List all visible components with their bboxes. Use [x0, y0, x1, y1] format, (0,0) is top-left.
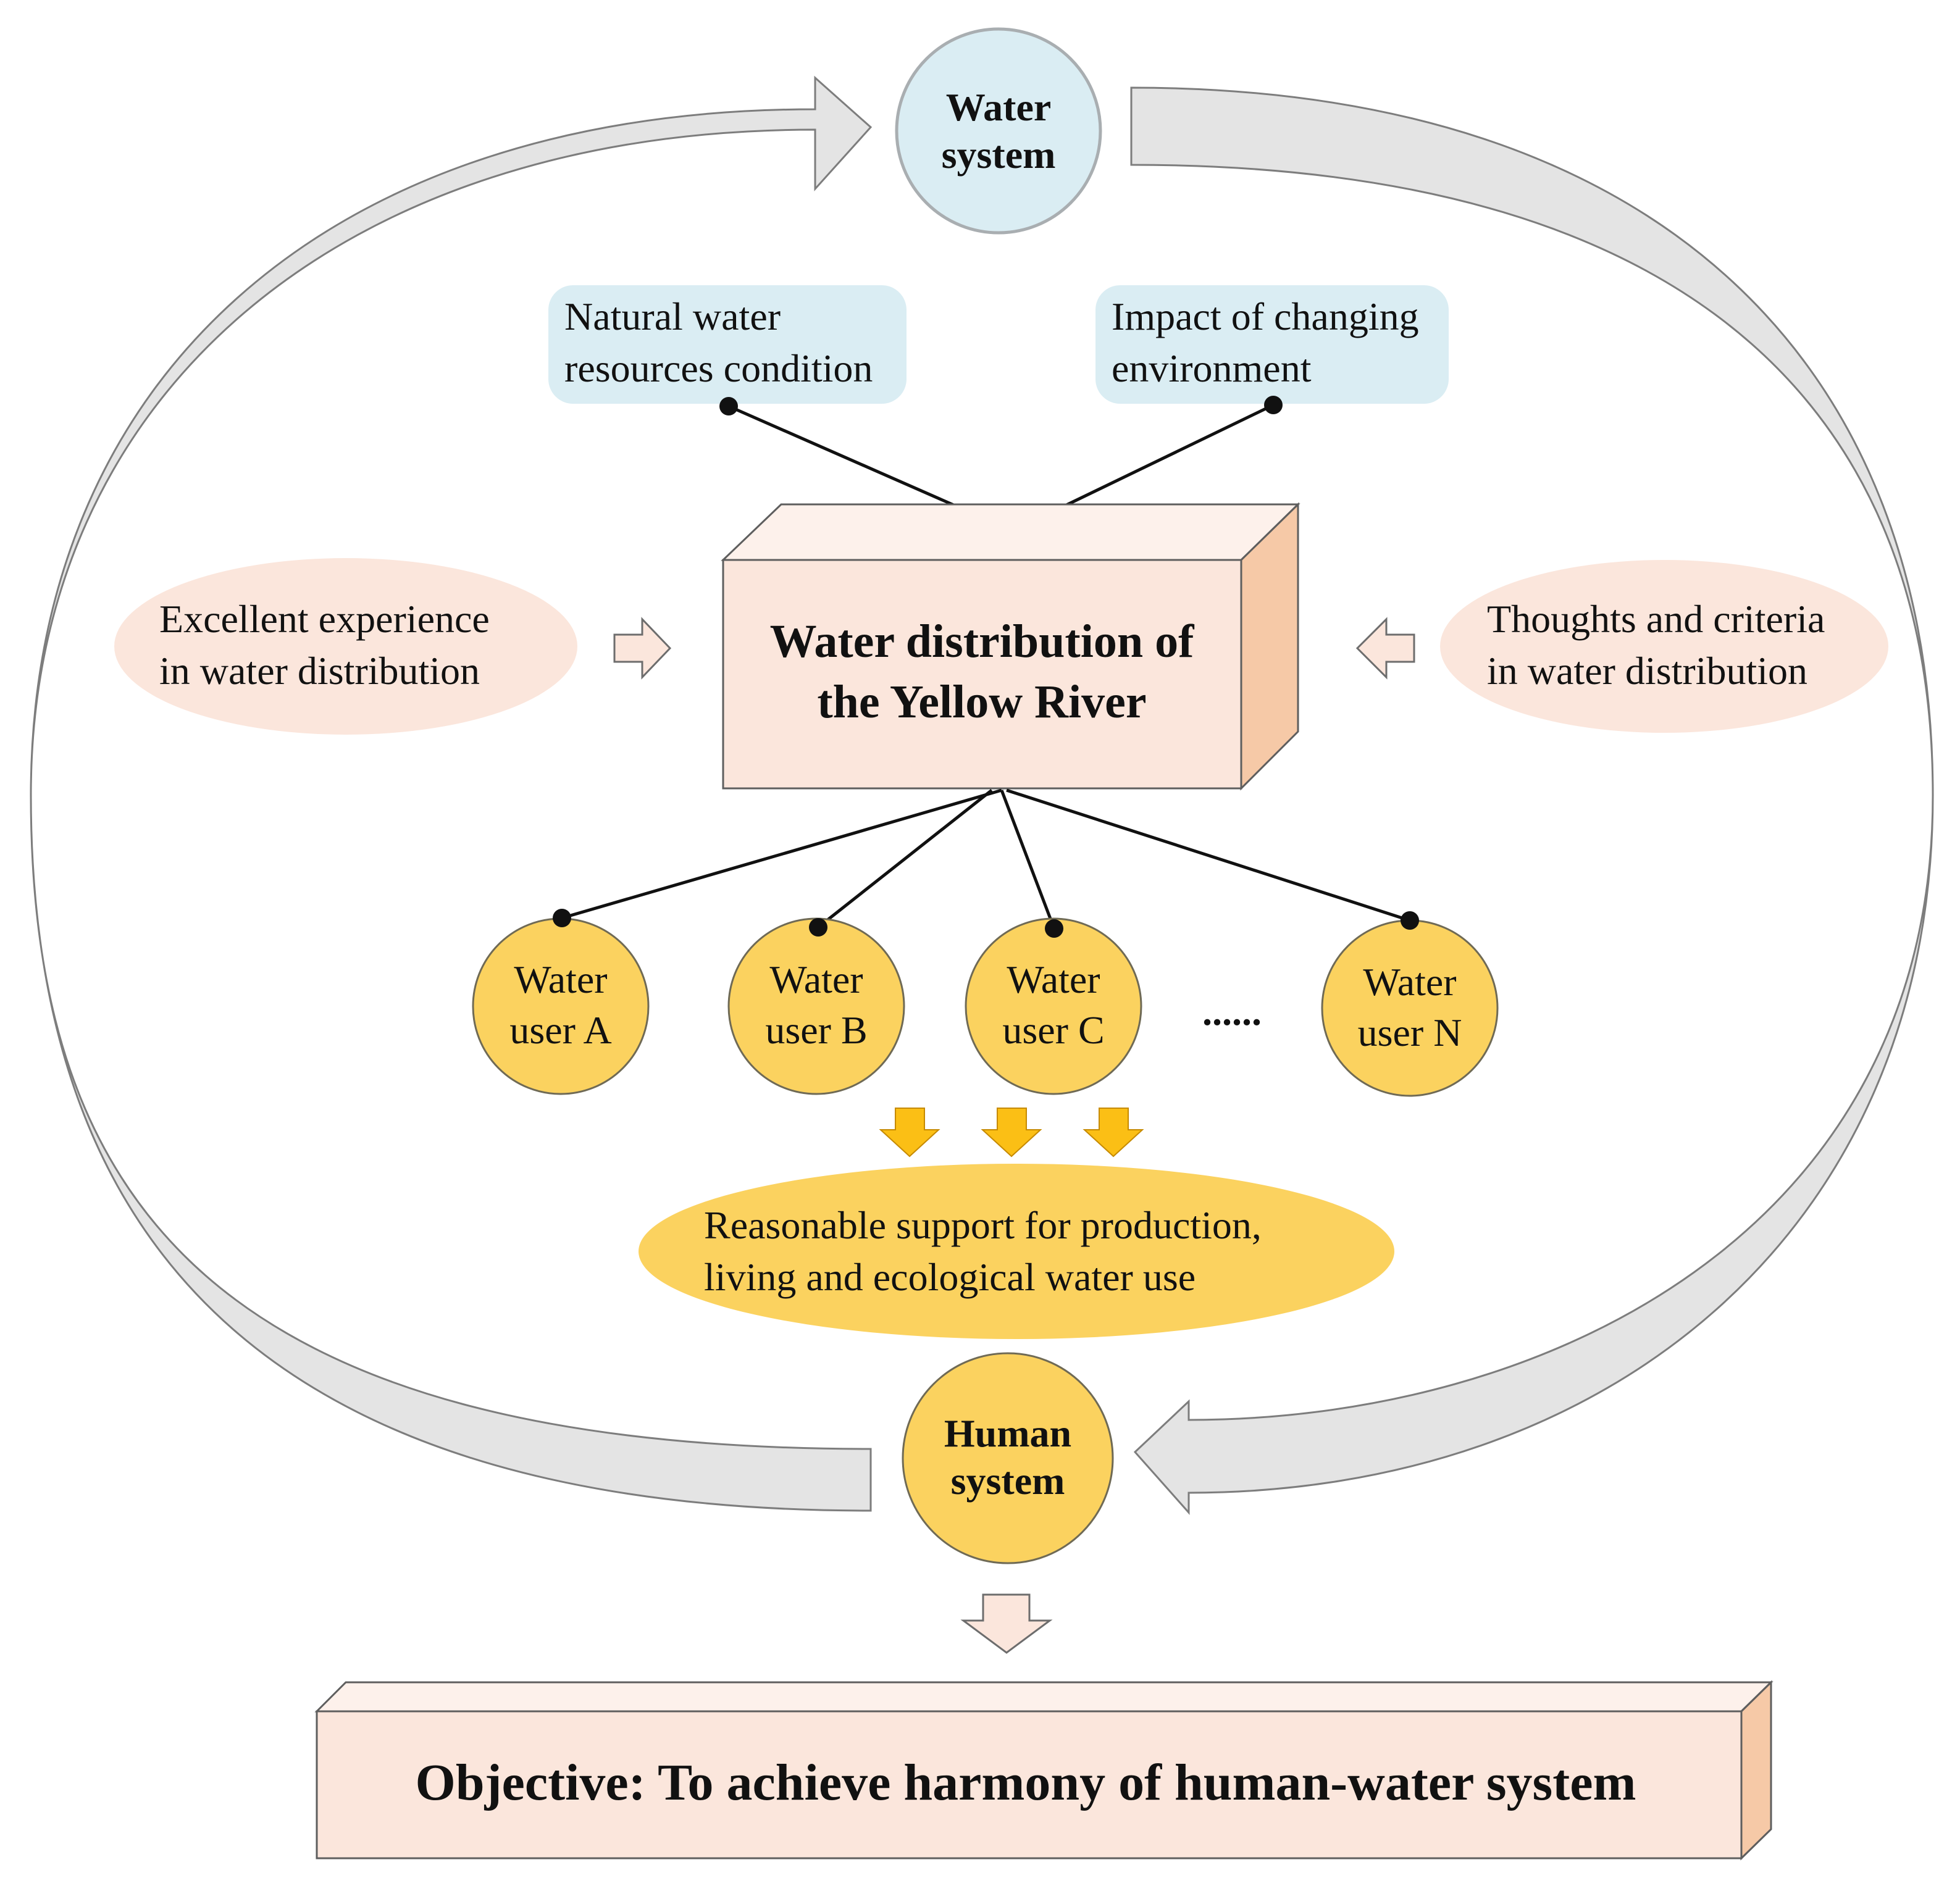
objective-text: Objective: To achieve harmony of human-w… — [416, 1754, 1636, 1811]
water-user-n-dot — [1401, 911, 1419, 930]
support-ellipse — [639, 1164, 1394, 1339]
water-user-b: Water user B — [727, 917, 905, 1095]
connector-user-b — [817, 789, 993, 929]
water-user-a-dot — [553, 909, 571, 927]
connector-user-n — [1006, 788, 1410, 922]
water-user-b-line1: Water — [769, 958, 863, 1001]
water-user-b-dot — [809, 918, 827, 937]
connector-dot-natural — [719, 397, 738, 415]
connector-user-c — [1000, 790, 1056, 929]
factor-natural-water: Natural water resources condition — [548, 285, 907, 404]
central-box-front-face — [722, 559, 1242, 790]
factor-changing-box — [1095, 285, 1449, 404]
thoughts-line2: in water distribution — [1487, 649, 1807, 693]
water-user-b-line2: user B — [765, 1008, 867, 1052]
objective-box: Objective: To achieve harmony of human-w… — [314, 1680, 1774, 1861]
support-line2: living and ecological water use — [704, 1255, 1196, 1299]
right-cycle-arrow-shape — [1130, 86, 1934, 1515]
water-system-circle — [895, 27, 1102, 235]
water-system-label-line2: system — [942, 133, 1056, 177]
cycle-arrow-left — [30, 75, 873, 1512]
factor-natural-box — [548, 285, 907, 404]
water-user-c-line1: Water — [1007, 958, 1100, 1001]
cycle-arrow-right — [1130, 86, 1934, 1515]
water-user-c-line2: user C — [1002, 1008, 1104, 1052]
water-user-n-line1: Water — [1363, 960, 1456, 1004]
right-arrow-icon — [613, 617, 672, 680]
side-input-experience: Excellent experience in water distributi… — [114, 558, 577, 735]
central-box-line2: the Yellow River — [817, 676, 1146, 728]
objective-side-face — [1740, 1680, 1772, 1861]
left-cycle-arrow-shape — [30, 75, 873, 1512]
arrow-to-objective — [960, 1593, 1053, 1654]
gold-down-arrows — [879, 1108, 1144, 1158]
water-user-a: Water user A — [472, 909, 650, 1095]
arrow-experience-to-box — [613, 617, 672, 680]
thoughts-ellipse — [1440, 560, 1888, 733]
experience-line1: Excellent experience — [159, 597, 490, 641]
factor-natural-line1: Natural water — [564, 294, 781, 338]
objective-front-face — [316, 1710, 1743, 1859]
down-arrow-icon — [981, 1108, 1042, 1158]
factor-changing-line1: Impact of changing — [1112, 294, 1419, 338]
water-user-n-circle — [1321, 919, 1499, 1097]
left-arrow-icon — [1355, 617, 1415, 680]
water-system-label-line1: Water — [946, 85, 1052, 129]
support-outcome: Reasonable support for production, livin… — [639, 1164, 1394, 1339]
water-user-a-circle — [472, 917, 650, 1095]
down-arrow-icon — [960, 1593, 1053, 1654]
factor-natural-line2: resources condition — [564, 346, 873, 390]
water-user-b-circle — [727, 917, 905, 1095]
arrow-thoughts-to-box — [1355, 617, 1415, 680]
thoughts-line1: Thoughts and criteria — [1487, 597, 1825, 641]
central-box-line1: Water distribution of — [770, 616, 1196, 667]
human-system-label-line2: system — [951, 1459, 1065, 1503]
water-user-c: Water user C — [965, 917, 1142, 1095]
water-user-c-circle — [965, 917, 1142, 1095]
objective-top-face — [314, 1681, 1774, 1713]
down-arrow-icon — [1083, 1108, 1144, 1158]
water-user-n: Water user N — [1321, 911, 1499, 1097]
central-distribution-box: Water distribution of the Yellow River — [721, 502, 1300, 791]
central-box-top-face — [721, 503, 1300, 561]
side-input-thoughts: Thoughts and criteria in water distribut… — [1440, 560, 1888, 733]
user-connectors — [561, 788, 1410, 929]
down-arrow-icon — [879, 1108, 940, 1158]
connector-user-a — [561, 788, 1002, 920]
experience-line2: in water distribution — [159, 649, 480, 693]
support-line1: Reasonable support for production, — [704, 1203, 1262, 1247]
human-system-circle — [902, 1352, 1114, 1564]
factor-changing-environment: Impact of changing environment — [1095, 285, 1449, 404]
water-system-node: Water system — [895, 27, 1102, 235]
human-system-node: Human system — [902, 1352, 1114, 1564]
connector-dot-changing — [1264, 396, 1283, 414]
water-user-n-line2: user N — [1358, 1011, 1462, 1054]
water-user-a-line2: user A — [509, 1008, 611, 1052]
human-system-label-line1: Human — [944, 1411, 1071, 1455]
factor-changing-line2: environment — [1112, 346, 1312, 390]
water-user-c-dot — [1045, 919, 1063, 938]
water-user-a-line1: Water — [514, 958, 607, 1001]
experience-ellipse — [114, 558, 577, 735]
water-users-ellipsis: ...... — [1202, 990, 1262, 1033]
